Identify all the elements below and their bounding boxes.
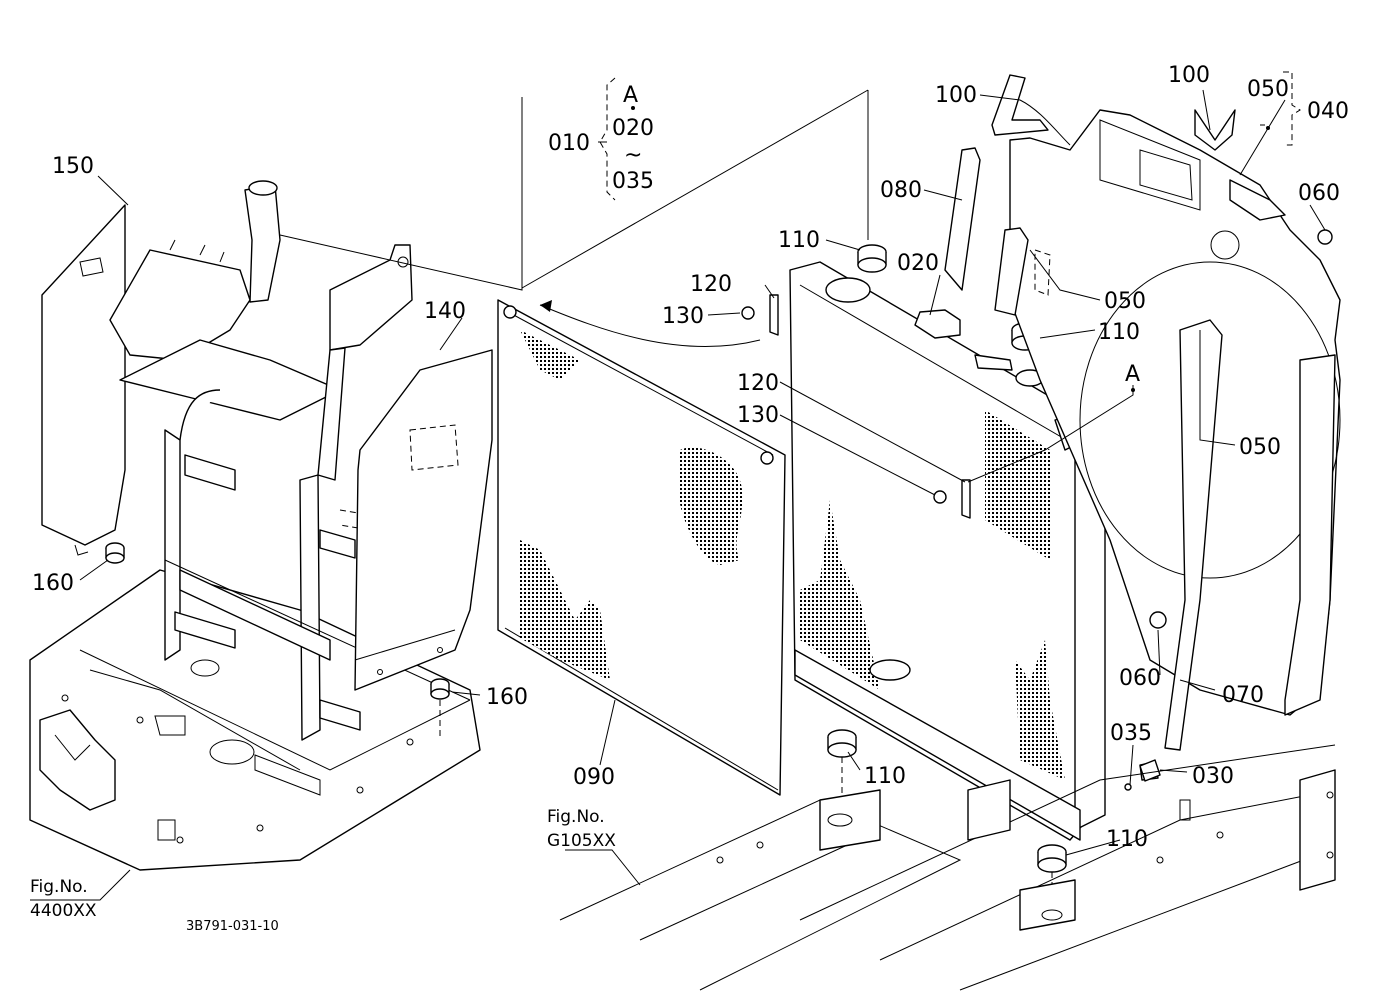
callout-130-top: 130: [662, 304, 704, 329]
callout-120-mid: 120: [737, 371, 779, 396]
seal-050-mid: [994, 227, 1029, 316]
figref-left-title: Fig.No.: [30, 877, 88, 897]
callout-030: 030: [1192, 764, 1234, 789]
bolt-130-mid: [933, 479, 971, 519]
bolt-130-top: [741, 294, 779, 336]
seal-100-right: [1194, 109, 1236, 151]
callout-035: 035: [1110, 721, 1152, 746]
callout-050-top: 050: [1247, 77, 1289, 102]
leader-lines: [30, 89, 1326, 901]
callout-070: 070: [1222, 683, 1264, 708]
figref-mid-number: G105XX: [547, 831, 616, 851]
callout-050-right: 050: [1239, 435, 1281, 460]
callout-100-left: 100: [935, 83, 977, 108]
side-panel-150: [41, 204, 126, 556]
mount-160-left: [105, 542, 125, 564]
callout-160-right: 160: [486, 685, 528, 710]
frame-bracket: [109, 180, 471, 741]
mount-110-bottom-right: [1037, 844, 1067, 910]
mount-160-right: [430, 678, 450, 740]
bracket-group-010: A 020 ~ 035: [598, 77, 654, 201]
side-panel-140: [354, 349, 493, 691]
callout-160-left: 160: [32, 571, 74, 596]
callout-020: 020: [897, 251, 939, 276]
callout-080: 080: [880, 178, 922, 203]
callout-120-top: 120: [690, 272, 732, 297]
callout-140: 140: [424, 299, 466, 324]
callout-040: 040: [1307, 99, 1349, 124]
callout-100-right: 100: [1168, 63, 1210, 88]
chassis-frame: [559, 744, 1336, 991]
callout-130-mid: 130: [737, 403, 779, 428]
callout-090: 090: [573, 765, 615, 790]
figure-reference-mid: Fig.No. G105XX: [547, 807, 616, 851]
callout-060-bottom: 060: [1119, 666, 1161, 691]
callout-110-mid: 110: [1098, 320, 1140, 345]
bracket-tilde-label: ~: [624, 143, 642, 168]
callout-a-radiator: A: [1125, 362, 1140, 387]
figref-left-number: 4400XX: [30, 901, 97, 921]
callout-010: 010: [548, 131, 590, 156]
drawing-id: 3B791-031-10: [186, 919, 279, 934]
seal-100-left: [991, 74, 1049, 136]
fan-shroud: [1009, 109, 1341, 716]
seal-080: [944, 147, 981, 291]
figref-mid-title: Fig.No.: [547, 807, 605, 827]
screen-090: [497, 299, 786, 796]
bracket-from-label: 020: [612, 116, 654, 141]
callout-050-mid: 050: [1104, 289, 1146, 314]
drain-plug-030: [1124, 759, 1161, 791]
bolt-060-bottom: [1149, 611, 1167, 629]
callout-110-top: 110: [778, 228, 820, 253]
figure-reference-left: Fig.No. 4400XX: [30, 877, 97, 921]
bolt-060-top: [1317, 229, 1333, 245]
callout-labels: 010 040 050 100 100 150 140 160 160 080 …: [32, 63, 1349, 852]
mount-110-top: [857, 244, 887, 273]
callout-150: 150: [52, 154, 94, 179]
bracket-group-040: [1283, 71, 1301, 146]
callout-110-bottom-right: 110: [1106, 827, 1148, 852]
mount-110-bottom-left: [827, 729, 857, 800]
callout-110-bottom-left: 110: [864, 764, 906, 789]
bracket-to-label: 035: [612, 169, 654, 194]
callout-060-top: 060: [1298, 181, 1340, 206]
seal-070: [1164, 319, 1223, 751]
bracket-top-label: A: [623, 83, 638, 108]
